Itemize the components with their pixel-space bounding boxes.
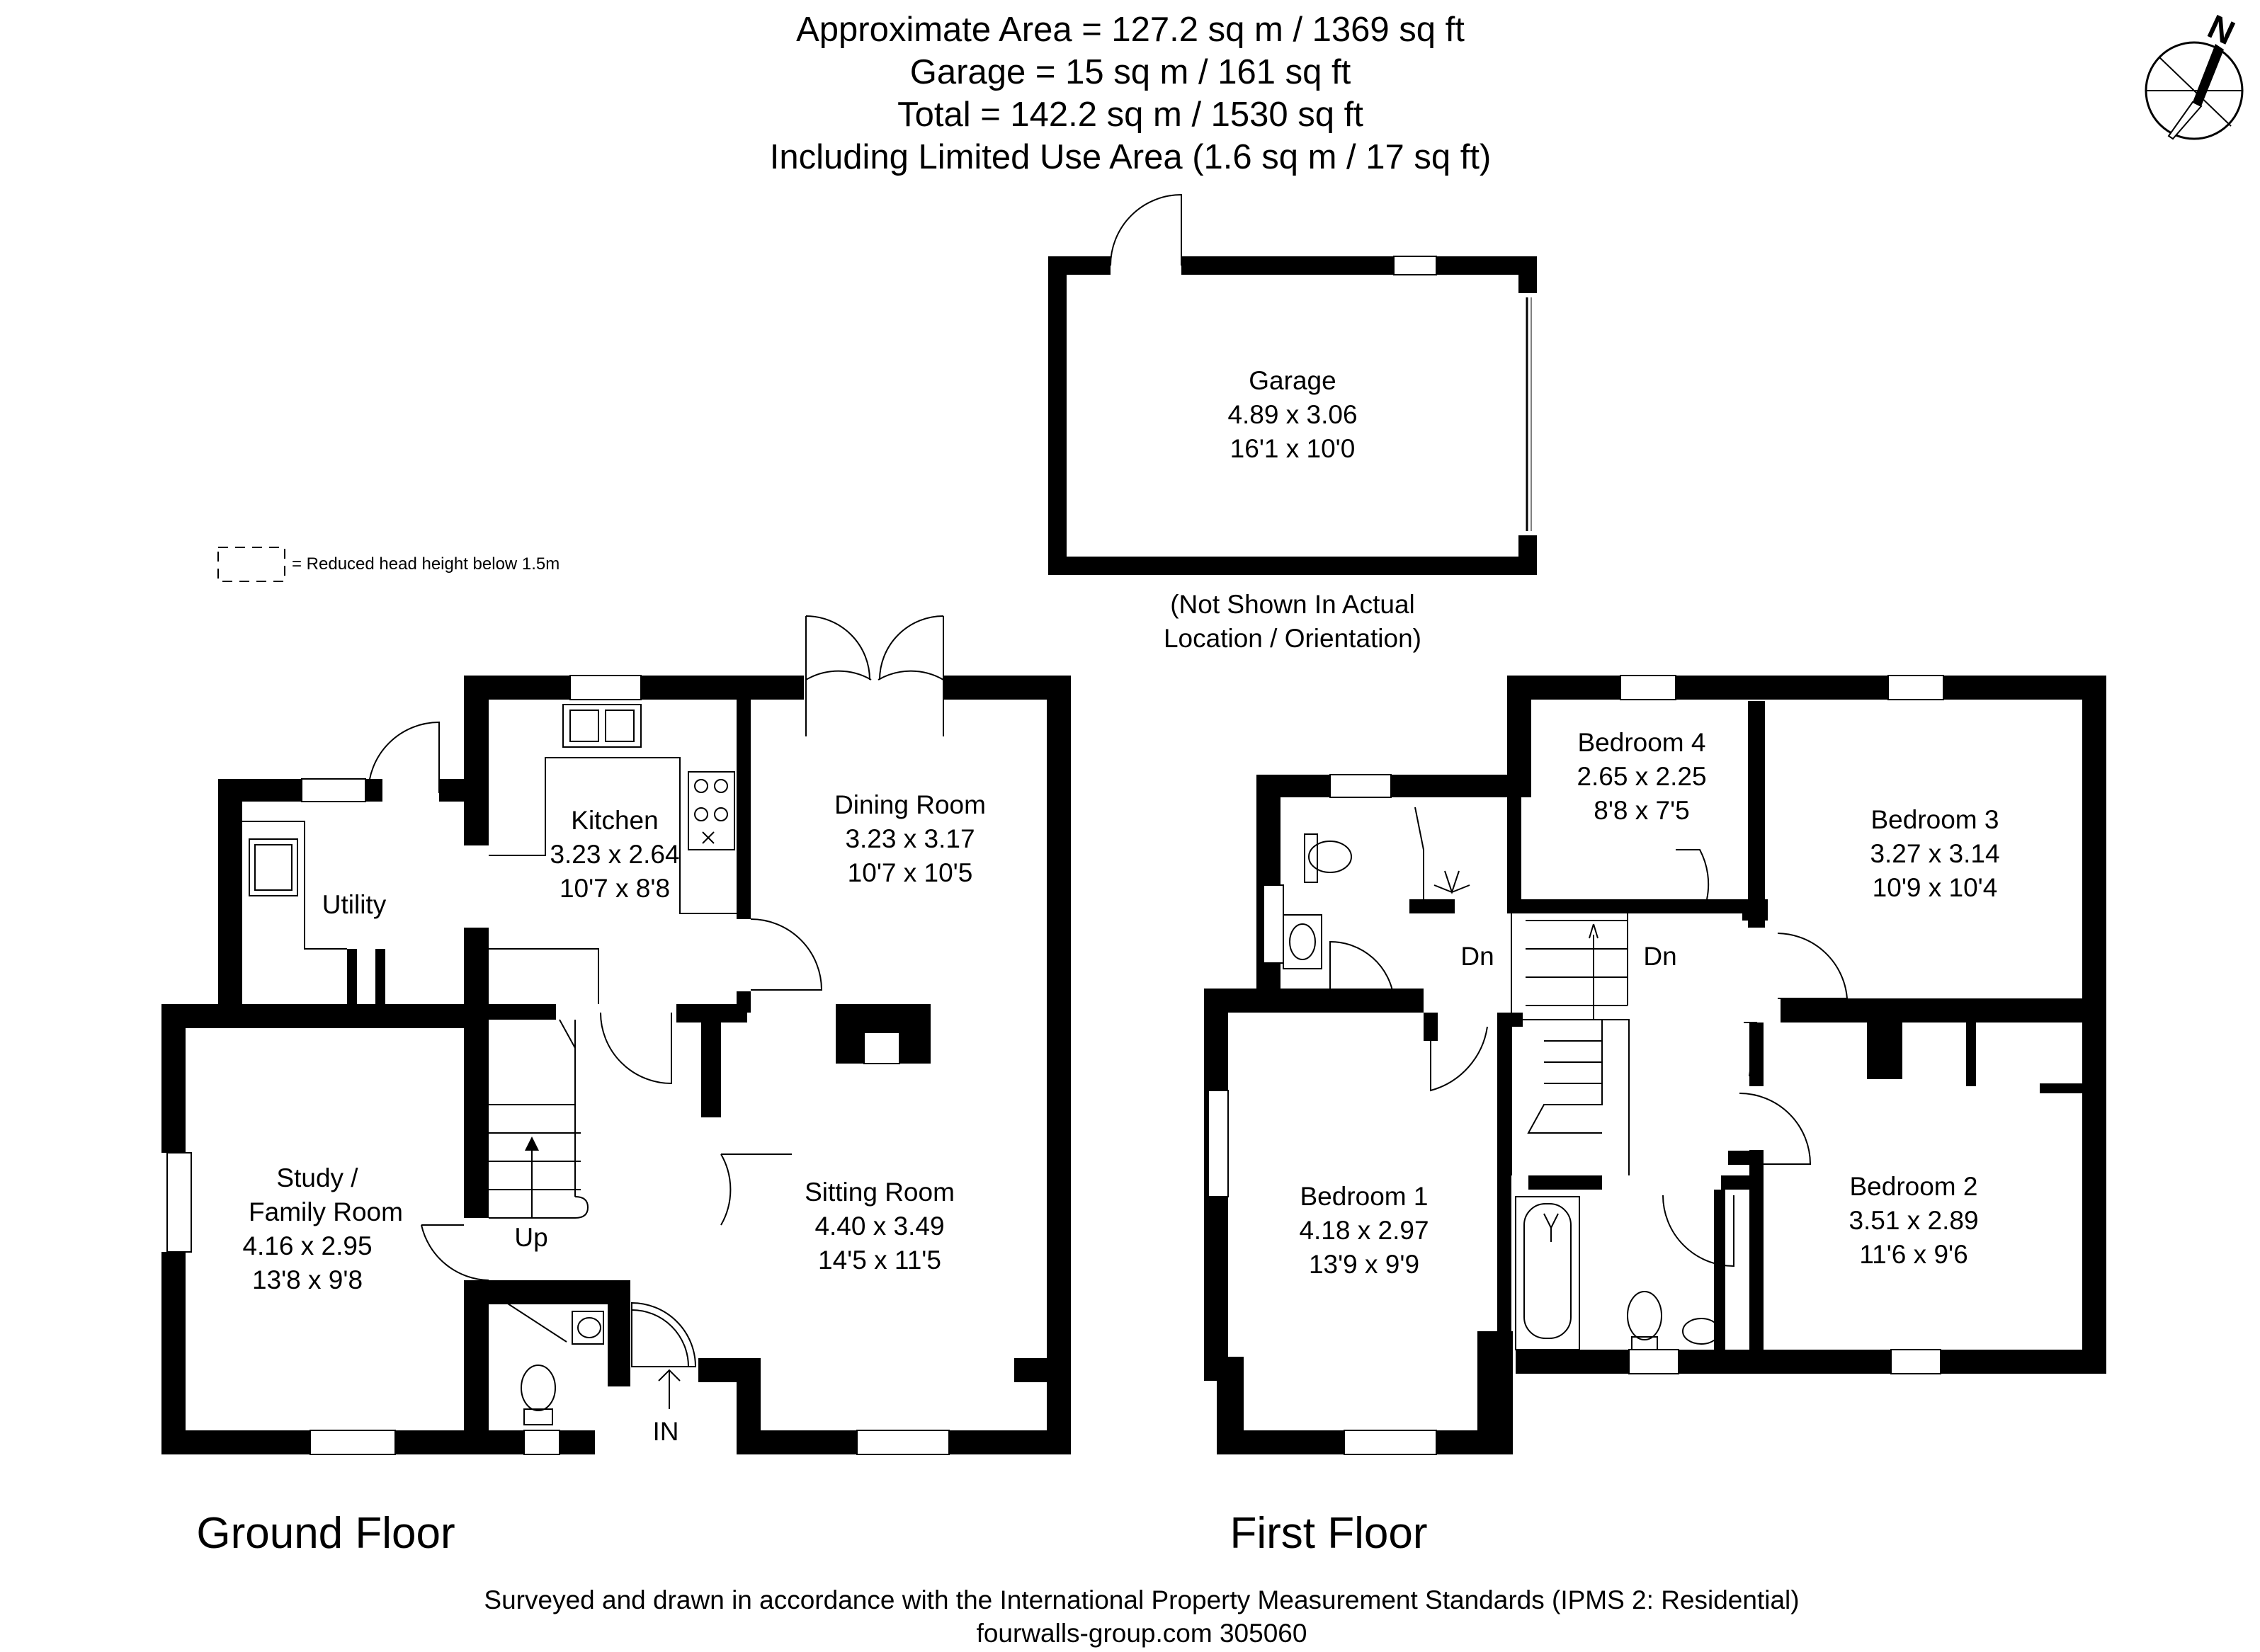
utility-name: Utility [322, 890, 387, 919]
ground-floor-plan: Kitchen 3.23 x 2.64 10'7 x 8'8 Dining Ro… [161, 615, 1071, 1558]
sitting-room-metric: 4.40 x 3.49 [814, 1212, 944, 1241]
dining-room-imperial: 10'7 x 10'5 [848, 858, 973, 887]
bedroom4-metric: 2.65 x 2.25 [1577, 762, 1706, 791]
footer-reference-text: fourwalls-group.com 305060 [977, 1619, 1307, 1648]
study-imperial: 13'8 x 9'8 [252, 1265, 363, 1294]
first-floor-plan: Bedroom 4 2.65 x 2.25 8'8 x 7'5 Bedroom … [1204, 675, 2106, 1558]
garage-metric: 4.89 x 3.06 [1227, 400, 1357, 429]
study-metric: 4.16 x 2.95 [242, 1231, 372, 1260]
garage-plan: Garage 4.89 x 3.06 16'1 x 10'0 (Not Show… [1048, 193, 1537, 653]
limited-use-area-text: Including Limited Use Area (1.6 sq m / 1… [770, 138, 1492, 176]
garage-imperial: 16'1 x 10'0 [1230, 434, 1356, 463]
legend-text: = Reduced head height below 1.5m [292, 554, 560, 574]
bedroom3-metric: 3.27 x 3.14 [1870, 839, 1999, 868]
reduced-height-swatch [217, 547, 285, 582]
garage-note-line1: (Not Shown In Actual [1170, 590, 1415, 619]
kitchen-name: Kitchen [571, 806, 658, 835]
footer: Surveyed and drawn in accordance with th… [484, 1585, 1799, 1648]
stairs-down-left-label: Dn [1460, 942, 1494, 971]
bedroom1-imperial: 13'9 x 9'9 [1309, 1250, 1419, 1279]
area-summary: Approximate Area = 127.2 sq m / 1369 sq … [770, 11, 1492, 176]
garage-name: Garage [1249, 366, 1336, 395]
stairs-down-right-label: Dn [1643, 942, 1676, 971]
bedroom2-imperial: 11'6 x 9'6 [1859, 1240, 1967, 1269]
bedroom2-name: Bedroom 2 [1850, 1172, 1978, 1201]
bedroom2-metric: 3.51 x 2.89 [1849, 1206, 1978, 1235]
bedroom4-name: Bedroom 4 [1578, 728, 1706, 757]
bedroom3-imperial: 10'9 x 10'4 [1873, 873, 1998, 902]
legend: = Reduced head height below 1.5m [217, 547, 560, 582]
dining-room-metric: 3.23 x 3.17 [845, 824, 975, 853]
north-compass-icon: N [2145, 8, 2244, 140]
first-floor-title: First Floor [1230, 1509, 1428, 1558]
dining-room-name: Dining Room [834, 790, 986, 819]
garage-area-text: Garage = 15 sq m / 161 sq ft [910, 53, 1351, 91]
total-area-text: Total = 142.2 sq m / 1530 sq ft [897, 96, 1363, 134]
study-name-line2: Family Room [249, 1197, 403, 1226]
approximate-area-text: Approximate Area = 127.2 sq m / 1369 sq … [796, 11, 1465, 49]
sitting-room-name: Sitting Room [805, 1178, 955, 1207]
study-name-line1: Study / [276, 1163, 358, 1192]
entrance-label: IN [653, 1417, 679, 1446]
sitting-room-imperial: 14'5 x 11'5 [818, 1246, 941, 1275]
garage-note-line2: Location / Orientation) [1164, 624, 1421, 653]
stairs-up-label: Up [514, 1223, 547, 1252]
bedroom1-name: Bedroom 1 [1300, 1182, 1429, 1211]
bedroom1-metric: 4.18 x 2.97 [1299, 1216, 1429, 1245]
kitchen-metric: 3.23 x 2.64 [550, 840, 679, 869]
footer-standards-text: Surveyed and drawn in accordance with th… [484, 1585, 1799, 1614]
kitchen-imperial: 10'7 x 8'8 [560, 874, 670, 903]
bedroom3-name: Bedroom 3 [1871, 805, 1999, 834]
ground-floor-title: Ground Floor [196, 1509, 455, 1558]
bedroom4-imperial: 8'8 x 7'5 [1594, 796, 1690, 825]
